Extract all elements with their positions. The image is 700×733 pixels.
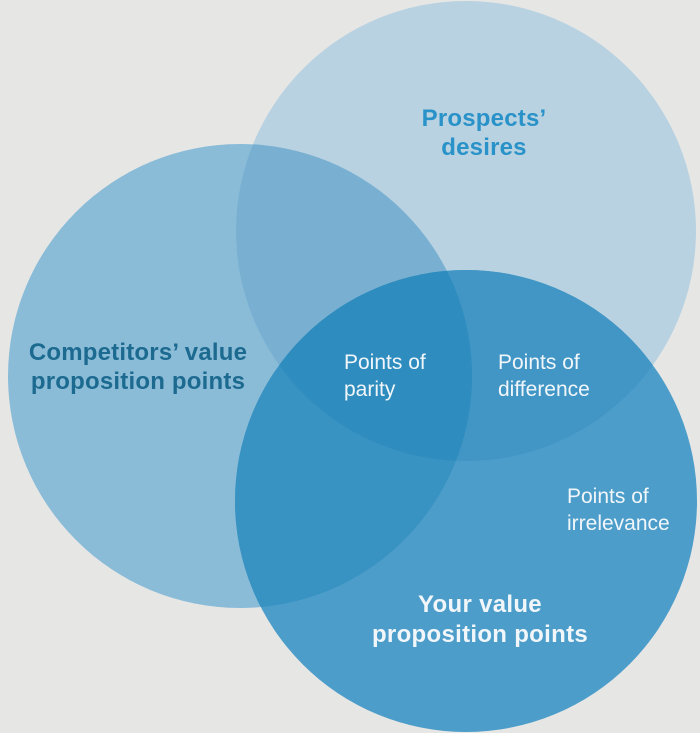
center-overlap bbox=[236, 270, 472, 461]
center-overlap-group bbox=[236, 270, 472, 461]
